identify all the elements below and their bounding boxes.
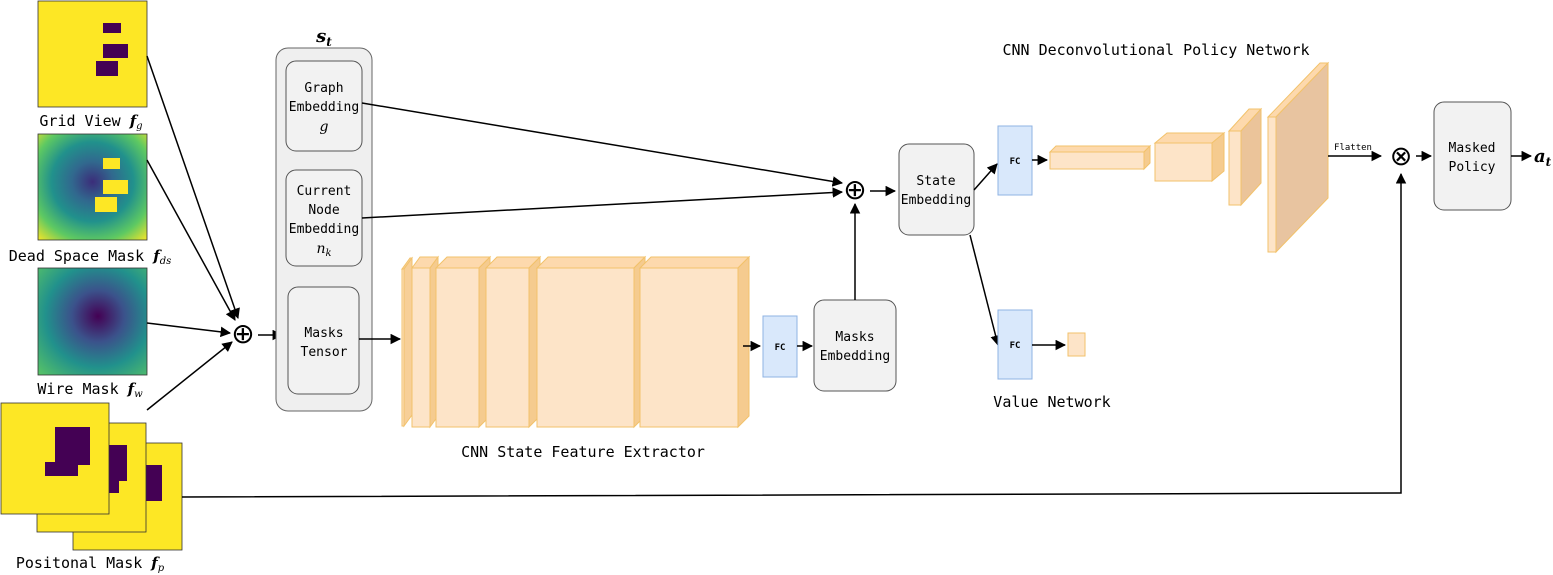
policy-fc-layer: FC <box>997 125 1033 196</box>
svg-text:FC: FC <box>1010 157 1021 167</box>
state-embedding-node: State Embedding <box>898 143 975 236</box>
svg-text:Embedding: Embedding <box>820 349 890 364</box>
svg-text:Graph: Graph <box>304 81 343 96</box>
svg-text:Masked: Masked <box>1449 141 1496 156</box>
value-fc-layer: FC <box>997 309 1033 380</box>
svg-text:FC: FC <box>775 343 786 353</box>
svg-text:Masks: Masks <box>835 330 874 345</box>
svg-text:Masks: Masks <box>304 326 343 341</box>
deconv-label: CNN Deconvolutional Policy Network <box>1002 41 1309 59</box>
input-sum-operator: ⊕ <box>231 317 254 350</box>
grid-view-image <box>37 0 148 108</box>
state-symbol: st <box>315 26 332 49</box>
mask-product-operator: ⊗ <box>1390 141 1413 172</box>
cnn-extractor-label: CNN State Feature Extractor <box>461 443 705 461</box>
cnn-extractor-blocks <box>401 255 751 429</box>
svg-text:nk: nk <box>316 241 331 259</box>
value-network-label: Value Network <box>993 393 1110 411</box>
svg-text:Tensor: Tensor <box>301 345 348 360</box>
grid-view-label: Grid View fg <box>39 112 142 132</box>
svg-text:State: State <box>916 174 955 189</box>
svg-text:FC: FC <box>1010 341 1021 351</box>
action-output: at <box>1534 146 1552 169</box>
state-sum-operator: ⊕ <box>843 173 866 206</box>
masks-embedding-node: Masks Embedding <box>813 299 897 392</box>
svg-text:Node: Node <box>308 203 339 218</box>
graph-embedding-node: Graph Embedding g <box>285 60 363 152</box>
input-arrows <box>146 55 240 411</box>
dead-space-mask-image <box>37 133 148 241</box>
svg-text:Policy: Policy <box>1449 160 1496 175</box>
svg-text:Embedding: Embedding <box>289 222 359 237</box>
current-node-embedding-node: Current Node Embedding nk <box>285 169 363 267</box>
deconv-blocks <box>1048 61 1330 254</box>
svg-text:g: g <box>320 119 329 135</box>
positional-mask-label: Positonal Mask fp <box>16 554 165 574</box>
svg-text:Current: Current <box>297 184 352 199</box>
masked-policy-node: Masked Policy <box>1433 101 1512 211</box>
positional-mask-stack <box>0 402 183 551</box>
wire-mask-label: Wire Mask fw <box>37 380 143 400</box>
svg-text:Embedding: Embedding <box>901 193 971 208</box>
node-embedding-arrow <box>361 187 844 219</box>
positional-mask-feed-arrow <box>181 172 1407 498</box>
masks-tensor-node: Masks Tensor <box>287 286 360 395</box>
wire-mask-image <box>37 267 148 376</box>
masks-fc-layer: FC <box>762 315 798 378</box>
positional-mask-front <box>0 402 110 515</box>
value-output-block <box>1067 332 1086 357</box>
flatten-label: Flatten <box>1334 143 1372 153</box>
svg-text:Embedding: Embedding <box>289 100 359 115</box>
graph-embedding-arrow <box>361 102 844 187</box>
dead-space-mask-label: Dead Space Mask fds <box>9 247 172 267</box>
